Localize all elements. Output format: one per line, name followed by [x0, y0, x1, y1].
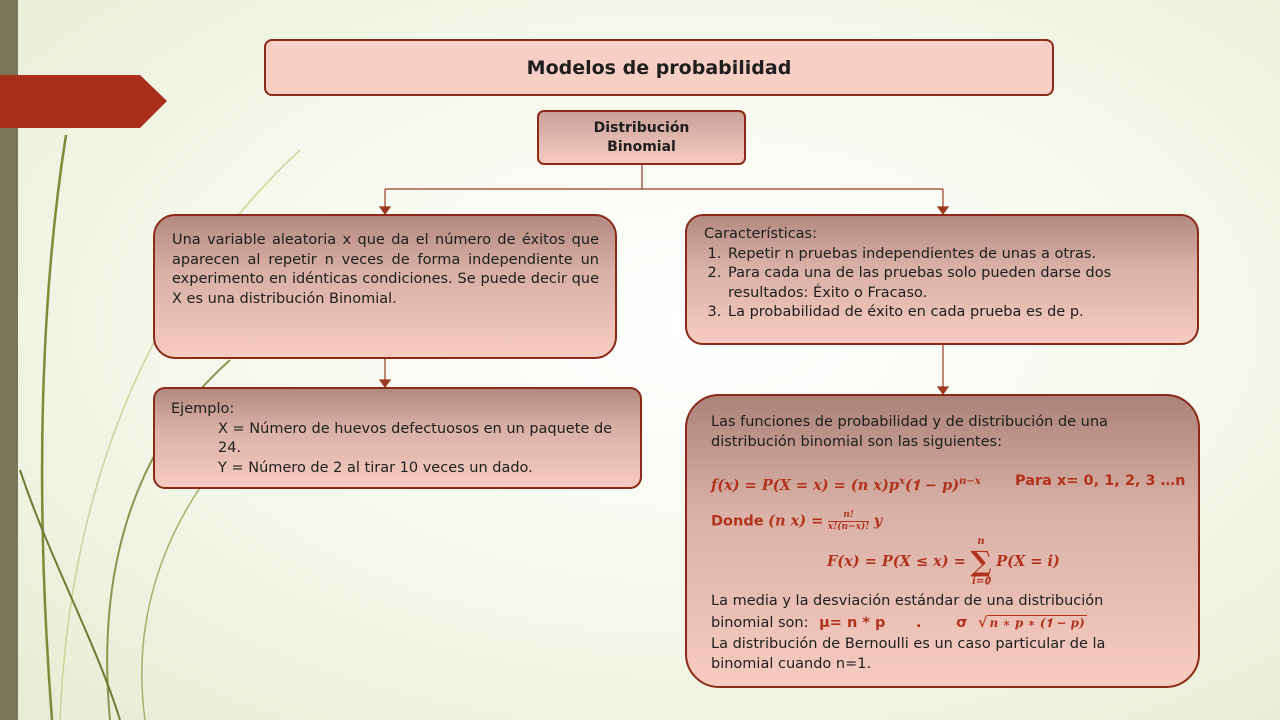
binomial-title-line2: Binomial	[607, 138, 676, 155]
characteristics-box: Características: Repetir n pruebas indep…	[685, 214, 1199, 345]
page-title: Modelos de probabilidad	[526, 56, 792, 79]
sigma-symbol: σ	[956, 615, 968, 631]
title-box: Modelos de probabilidad	[264, 39, 1054, 96]
donde-row: Donde (𝒏 𝒙) = 𝒏! 𝒙!(𝒏−𝒙)! 𝒚	[711, 510, 882, 533]
f-formula: 𝒇(𝒙) = 𝑷(𝑿 = 𝒙) = (𝒏 𝒙)𝒑	[711, 476, 899, 494]
F-rhs: 𝑷(𝑿 = 𝒊)	[996, 553, 1060, 570]
binomial-title-line1: Distribución	[593, 119, 690, 136]
mean-text-line1: La media y la desviación estándar de una…	[711, 593, 1104, 609]
binomial-distribution-box: Distribución Binomial	[537, 110, 746, 165]
swoosh-decoration	[19, 134, 301, 720]
donde-label: Donde	[711, 513, 764, 530]
fraction-numerator: 𝒏!	[827, 510, 870, 522]
donde-fraction: 𝒏! 𝒙!(𝒏−𝒙)!	[827, 510, 870, 533]
sum-bottom: 𝒊=𝟎	[972, 576, 990, 587]
mean-formula: μ= n * p	[819, 615, 886, 631]
sum-symbol: ∑	[970, 545, 992, 578]
characteristics-heading: Características:	[704, 226, 817, 242]
probability-function-row: 𝒇(𝒙) = 𝑷(𝑿 = 𝒙) = (𝒏 𝒙)𝒑𝒙(𝟏 − 𝒑)𝒏−𝒙	[711, 472, 981, 496]
red-arrow-decoration	[0, 75, 167, 128]
functions-intro: Las funciones de probabilidad y de distr…	[711, 414, 1108, 450]
f-exponent-n-x: 𝒏−𝒙	[959, 476, 981, 487]
sqrt-expression: √𝒏 ∗ 𝒑 ∗ (𝟏 − 𝒑)	[978, 613, 1087, 634]
F-lhs: 𝑭(𝒙) = 𝑷(𝑿 ≤ 𝒙) =	[827, 553, 966, 570]
donde-rhs: 𝒚	[873, 512, 883, 530]
range-text: Para x= 0, 1, 2, 3 …n	[1015, 473, 1186, 489]
summation: 𝒏 ∑ 𝒊=𝟎	[970, 536, 991, 588]
cumulative-function-row: 𝑭(𝒙) = 𝑷(𝑿 ≤ 𝒙) = 𝒏 ∑ 𝒊=𝟎 𝑷(𝑿 = 𝒊)	[827, 536, 1060, 588]
f-exponent-x: 𝒙	[898, 476, 905, 487]
characteristic-item: Repetir n pruebas independientes de unas…	[726, 245, 1183, 265]
separator-dot: .	[915, 615, 922, 631]
fraction-denominator: 𝒙!(𝒏−𝒙)!	[827, 522, 870, 532]
mean-text-line2: binomial son:	[711, 615, 809, 631]
characteristics-list: Repetir n pruebas independientes de unas…	[704, 245, 1183, 323]
characteristic-item: Para cada una de las pruebas solo pueden…	[726, 264, 1183, 303]
bernoulli-text: La distribución de Bernoulli es un caso …	[711, 636, 1106, 672]
characteristic-item: La probabilidad de éxito en cada prueba …	[726, 303, 1183, 323]
definition-text: Una variable aleatoria x que da el númer…	[172, 232, 599, 307]
definition-box: Una variable aleatoria x que da el númer…	[153, 214, 617, 359]
example-item: Y = Número de 2 al tirar 10 veces un dad…	[218, 459, 533, 476]
donde-lhs: (𝒏 𝒙) =	[768, 512, 824, 530]
left-decorative-bar	[0, 0, 18, 720]
sum-top: 𝒏	[977, 536, 985, 547]
sqrt-symbol: √	[977, 614, 988, 631]
f-formula-mid: (𝟏 − 𝒑)	[904, 476, 960, 494]
example-heading: Ejemplo:	[171, 401, 235, 417]
mean-row: binomial son: μ= n * p . σ √𝒏 ∗ 𝒑 ∗ (𝟏 −…	[711, 613, 1087, 634]
example-box: Ejemplo: X = Número de huevos defectuoso…	[153, 387, 642, 489]
sqrt-content: 𝒏 ∗ 𝒑 ∗ (𝟏 − 𝒑)	[987, 615, 1087, 630]
functions-box: Las funciones de probabilidad y de distr…	[685, 394, 1200, 688]
example-item: X = Número de huevos defectuosos en un p…	[218, 420, 613, 457]
